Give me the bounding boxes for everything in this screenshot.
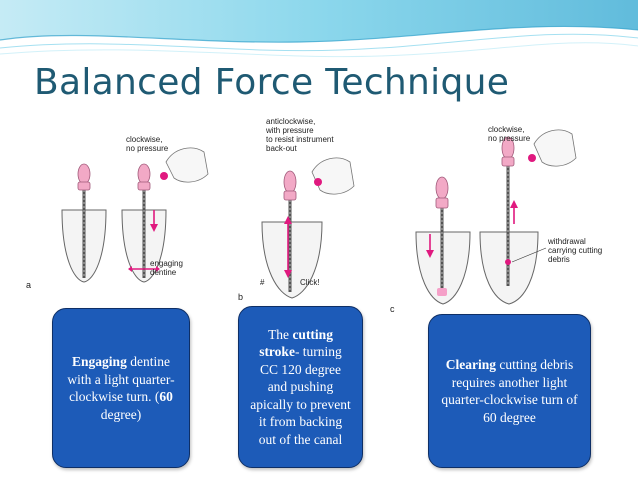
callout-middle-text-2: - turning CC 120 degree and pushing apic… [250, 344, 351, 447]
callout-left-text: Engaging dentine with a light quarter-cl… [67, 353, 175, 423]
callout-right-text: Clearing cutting debris requires another… [441, 356, 578, 426]
callout-left-bold-1: Engaging [72, 354, 127, 369]
figure-a-side-label-1: engaging [150, 259, 183, 268]
figure-a-panel: clockwise, no pressure engaging dentine … [14, 118, 214, 293]
figure-c-panel: clockwise, no pressure withdrawal carryi… [376, 116, 614, 316]
callout-left-text-1: dentine with a light quarter-clockwise t… [67, 354, 175, 404]
figure-b-panel: anticlockwise, with pressure to resist i… [232, 112, 362, 308]
figure-b-hash-label: # [260, 278, 265, 287]
figure-b-top-label-4: back-out [266, 144, 297, 153]
figure-a-letter: a [26, 280, 31, 290]
callout-right: Clearing cutting debris requires another… [428, 314, 591, 468]
fingers-graphic [165, 147, 209, 183]
figure-c-top-label-2: no pressure [488, 134, 531, 143]
figure-b-letter: b [238, 292, 243, 302]
figure-a-top-label-2: no pressure [126, 144, 169, 153]
callout-right-bold-1: Clearing [445, 357, 496, 372]
figure-b-top-label-3: to resist instrument [266, 135, 334, 144]
figure-b-click-label: Click! [300, 278, 320, 287]
callout-left: Engaging dentine with a light quarter-cl… [52, 308, 190, 468]
figure-b-top-label-2: with pressure [265, 126, 314, 135]
callout-left-text-2: degree) [100, 406, 142, 422]
figure-c-side-label-3: debris [548, 255, 570, 264]
figure-c-letter: c [390, 304, 395, 314]
callout-middle-text: The cutting stroke- turning CC 120 degre… [249, 326, 352, 449]
callout-middle-bold-1: cutting stroke [259, 326, 333, 360]
callout-left-bold-2: 60 [159, 389, 173, 404]
figure-c-side-label-2: carrying cutting [548, 246, 602, 255]
callout-middle: The cutting stroke- turning CC 120 degre… [238, 306, 363, 468]
slide-title: Balanced Force Technique [34, 62, 510, 103]
figure-c-side-label-1: withdrawal [547, 237, 586, 246]
callout-middle-text-1: The [268, 326, 293, 342]
figure-b-top-label-1: anticlockwise, [266, 117, 315, 126]
callout-right-text-1: cutting debris requires another light qu… [441, 357, 578, 425]
figure-a-side-label-2: dentine [150, 268, 177, 277]
figure-a-top-label-1: clockwise, [126, 135, 162, 144]
header-wave-decoration [0, 0, 638, 58]
figure-c-top-label-1: clockwise, [488, 125, 524, 134]
